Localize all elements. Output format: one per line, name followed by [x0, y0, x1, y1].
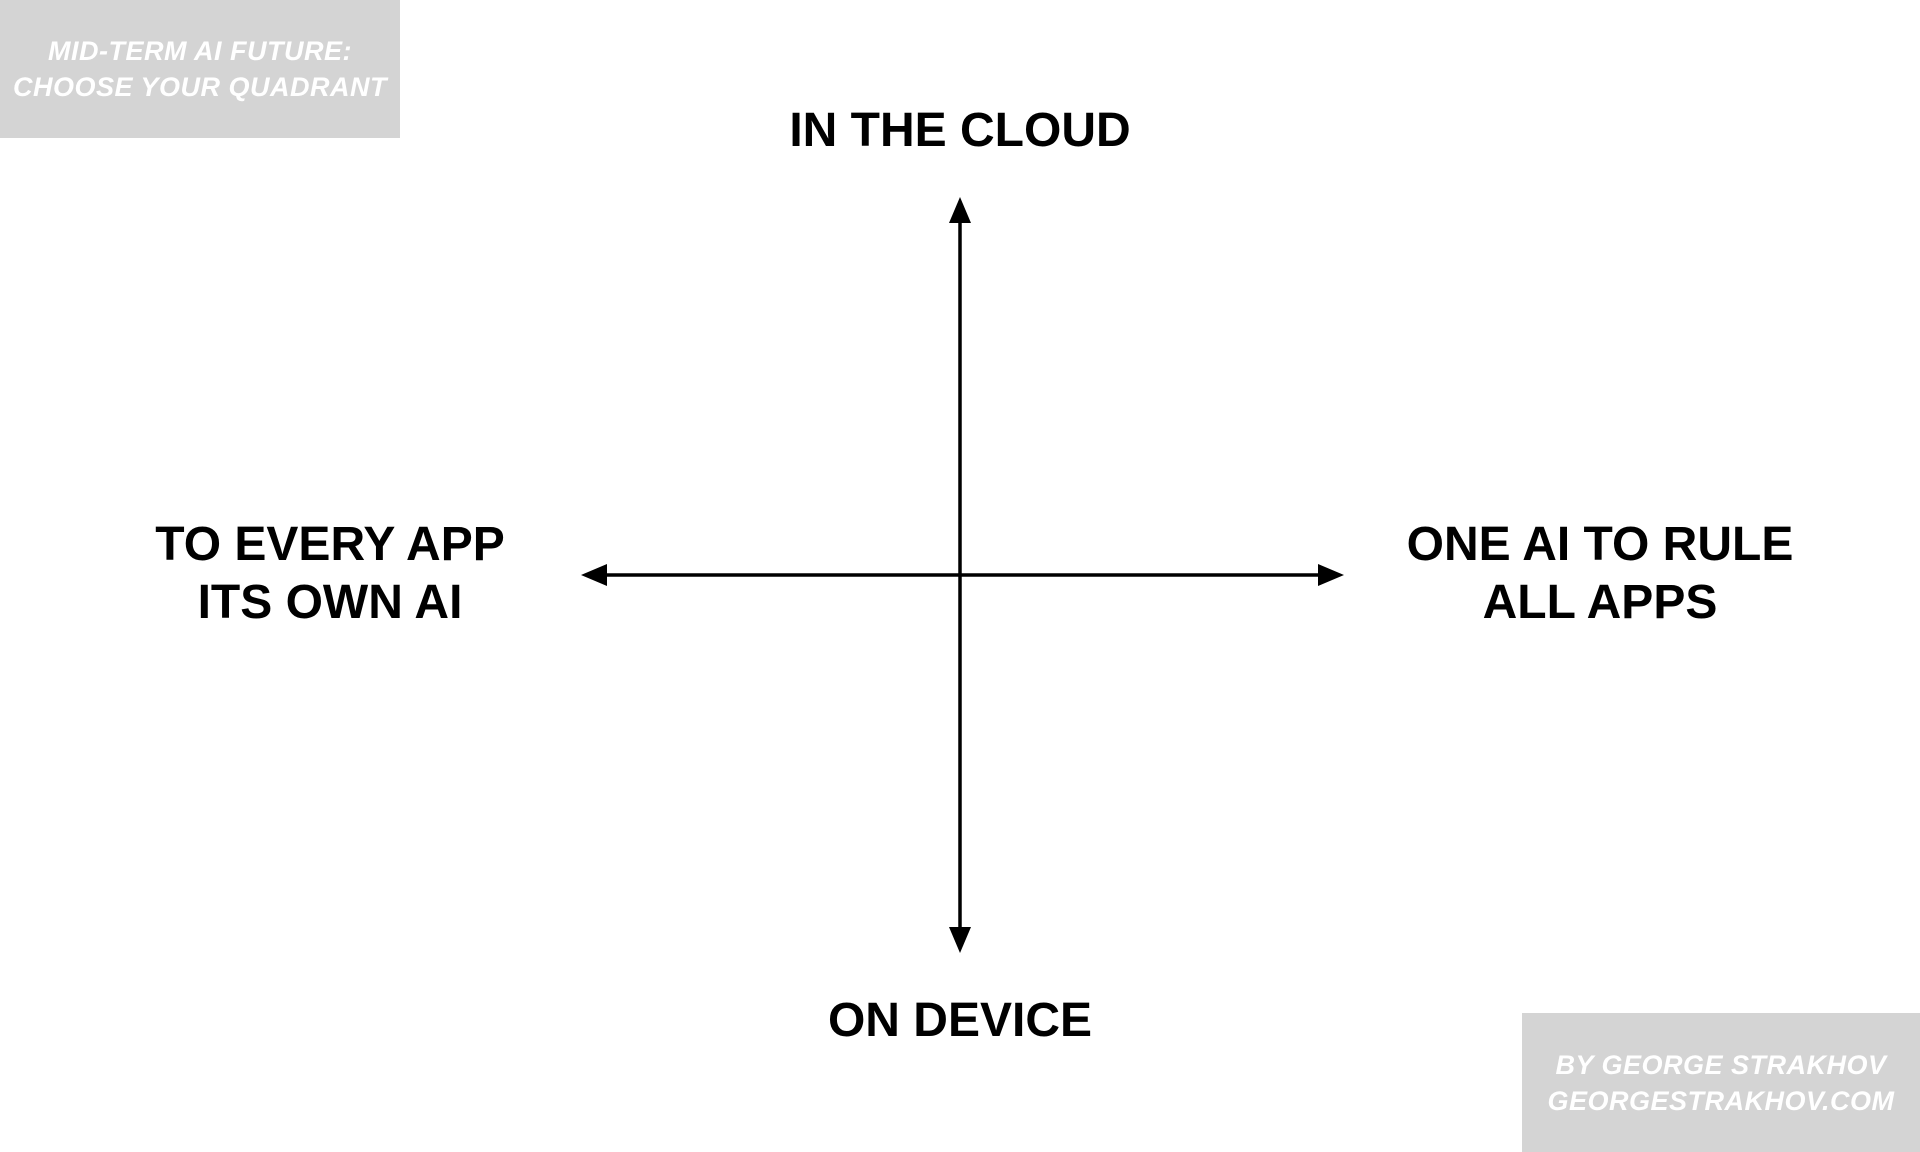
credit-badge-line2: GEORGESTRAKHOV.COM [1547, 1085, 1895, 1116]
credit-badge-line1: BY GEORGE STRAKHOV [1555, 1049, 1887, 1080]
axis-label-right: ONE AI TO RULE ALL APPS [1300, 516, 1900, 632]
credit-badge: BY GEORGE STRAKHOV GEORGESTRAKHOV.COM [1522, 1013, 1920, 1152]
title-badge-line1: MID-TERM AI FUTURE: [48, 36, 352, 66]
axis-label-top: IN THE CLOUD [789, 104, 1131, 157]
axis-label-left: TO EVERY APP ITS OWN AI [30, 516, 630, 632]
axis-label-bottom: ON DEVICE [827, 994, 1093, 1047]
title-badge: MID-TERM AI FUTURE: CHOOSE YOUR QUADRANT [0, 0, 400, 138]
axis-label-left-line1: TO EVERY APP [155, 518, 505, 571]
axis-label-right-line2: ALL APPS [1482, 576, 1718, 629]
title-badge-line2: CHOOSE YOUR QUADRANT [12, 72, 388, 102]
axis-label-left-line2: ITS OWN AI [197, 576, 463, 629]
axis-label-right-line1: ONE AI TO RULE [1406, 518, 1794, 571]
axis-lines [581, 197, 1344, 953]
